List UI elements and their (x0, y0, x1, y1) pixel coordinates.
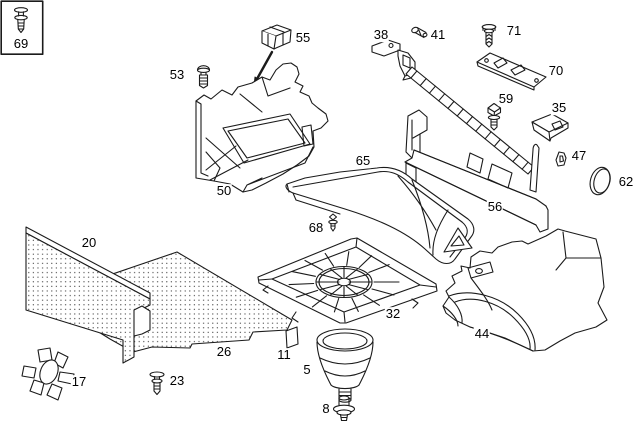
pointer-arrow (255, 50, 274, 81)
part-23-rivet (149, 371, 165, 396)
part-11-pad (285, 326, 299, 349)
part-label-26: 26 (215, 344, 233, 360)
part-41-pin (411, 26, 428, 39)
part-62-plug (589, 166, 611, 196)
panel-foot (133, 305, 151, 337)
part-label-70: 70 (547, 63, 565, 79)
legend-box-part-69 (0, 0, 44, 56)
part-68-clip (328, 213, 338, 232)
part-71-rivet (481, 24, 497, 48)
part-label-65: 65 (354, 153, 372, 169)
part-label-41: 41 (429, 27, 447, 43)
part-label-56: 56 (486, 199, 504, 215)
part-label-17: 17 (70, 374, 88, 390)
part-label-68: 68 (307, 220, 325, 236)
part-label-11: 11 (276, 347, 292, 363)
part-8-screw-plug (332, 395, 356, 422)
part-label-71: 71 (505, 23, 523, 39)
part-label-53: 53 (168, 67, 186, 83)
part-47-hook-clip (555, 151, 567, 167)
part-35-bracket (531, 113, 569, 142)
part-59-clip (487, 102, 502, 131)
part-label-59: 59 (497, 91, 515, 107)
part-5-cup (316, 328, 374, 403)
center-hub (315, 265, 373, 299)
part-label-47: 47 (570, 148, 588, 164)
part-label-8: 8 (321, 401, 331, 417)
part-20-partition-panel (25, 226, 151, 364)
part-label-20: 20 (80, 235, 98, 251)
part-44-right-trim-panel (442, 227, 608, 352)
part-label-62: 62 (617, 174, 635, 190)
part-label-35: 35 (550, 100, 568, 116)
part-label-23: 23 (168, 373, 186, 389)
part-label-32: 32 (384, 306, 402, 322)
part-label-38: 38 (372, 27, 390, 43)
part-17-wing-fastener (21, 347, 75, 401)
part-53-screw (196, 65, 211, 89)
part-32-wheel-well-cover (257, 237, 438, 324)
expanding-rivet-icon (13, 7, 29, 34)
part-label-44: 44 (473, 326, 491, 342)
part-50-left-trim-panel (195, 62, 329, 193)
part-label-5: 5 (302, 362, 312, 378)
part-label-50: 50 (215, 183, 233, 199)
part-label-69: 69 (12, 36, 30, 52)
part-70-strip-plate (476, 52, 547, 91)
part-65-shelf-cover (285, 166, 475, 265)
part-56-rear-end-panel (404, 66, 549, 233)
part-label-55: 55 (294, 30, 312, 46)
radial-ribs (288, 251, 400, 313)
support-blade (529, 143, 540, 193)
part-55-clamp-bracket (253, 24, 292, 87)
